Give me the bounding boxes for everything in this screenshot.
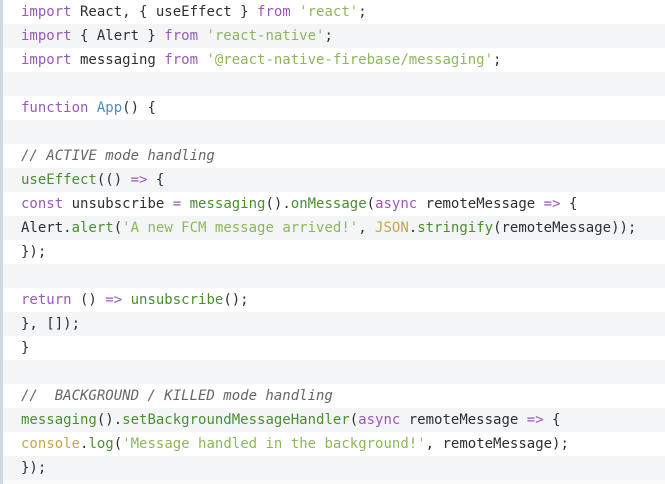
code-line: }, []);	[3, 312, 665, 336]
code-token: const	[21, 196, 64, 212]
code-token: 'Message handled in the background!'	[122, 436, 426, 452]
code-token: return	[21, 292, 72, 308]
code-token: ;	[358, 4, 367, 20]
code-line: return () => unsubscribe();	[3, 288, 665, 312]
code-token: () {	[122, 100, 156, 116]
code-line: useEffect(() => {	[3, 168, 665, 192]
code-token: async	[375, 196, 418, 212]
code-token: messaging	[189, 196, 266, 212]
code-token: 'react'	[299, 4, 359, 20]
code-token: '@react-native-firebase/messaging'	[206, 52, 494, 68]
code-token: =>	[526, 412, 544, 428]
code-token: // ACTIVE mode handling	[21, 148, 215, 164]
code-token: ().	[96, 412, 123, 428]
code-line: }	[3, 336, 665, 360]
code-token: React, { useEffect }	[71, 4, 258, 20]
code-token: }	[21, 340, 30, 356]
code-token: useEffect	[21, 172, 97, 188]
code-token	[181, 196, 189, 212]
code-token: async	[358, 412, 401, 428]
code-line	[3, 360, 665, 384]
code-token: {	[543, 412, 561, 428]
code-line: import React, { useEffect } from 'react'…	[3, 0, 665, 24]
code-token: log	[88, 436, 114, 452]
code-token: {	[147, 172, 165, 188]
code-line: });	[3, 240, 665, 264]
code-token: });	[21, 244, 47, 260]
code-token: setBackgroundMessageHandler	[122, 412, 350, 428]
code-token: unsubscribe	[63, 196, 173, 212]
code-token: ()	[71, 292, 106, 308]
code-token: from	[164, 28, 199, 44]
code-token: (remoteMessage));	[493, 220, 637, 236]
code-token: }, []);	[21, 316, 81, 332]
code-token: ;	[324, 28, 333, 44]
code-token: });	[21, 460, 47, 476]
code-token: console	[21, 436, 81, 452]
code-token: alert	[71, 220, 114, 236]
code-token: JSON	[375, 220, 409, 236]
code-line: import { Alert } from 'react-native';	[3, 24, 665, 48]
code-line: import messaging from '@react-native-fir…	[3, 48, 665, 72]
code-token: {	[560, 196, 578, 212]
code-token: function	[21, 100, 89, 116]
code-token: 'A new FCM message arrived!'	[122, 220, 359, 236]
code-token: from	[164, 52, 199, 68]
code-token: onMessage	[290, 196, 367, 212]
code-line: Alert.alert('A new FCM message arrived!'…	[3, 216, 665, 240]
code-token: // BACKGROUND / KILLED mode handling	[21, 388, 333, 404]
code-token: =>	[543, 196, 561, 212]
code-token	[88, 100, 96, 116]
code-token: =	[172, 196, 182, 212]
code-token: (	[366, 196, 376, 212]
code-token: Alert.	[21, 220, 72, 236]
code-token: (	[113, 436, 123, 452]
code-token: messaging	[21, 412, 97, 428]
code-token: , remoteMessage);	[425, 436, 569, 452]
code-token: (	[349, 412, 359, 428]
code-token: stringify	[417, 220, 494, 236]
code-line: function App() {	[3, 96, 665, 120]
code-token	[122, 292, 130, 308]
code-token: ().	[265, 196, 291, 212]
code-token: unsubscribe	[130, 292, 224, 308]
code-line: // ACTIVE mode handling	[3, 144, 665, 168]
code-line	[3, 264, 665, 288]
code-token: App	[96, 100, 123, 116]
code-token: (()	[96, 172, 131, 188]
code-token: import	[21, 4, 72, 20]
code-line	[3, 120, 665, 144]
code-line: // BACKGROUND / KILLED mode handling	[3, 384, 665, 408]
code-token: .	[408, 220, 418, 236]
code-token: import	[21, 52, 72, 68]
code-line: messaging().setBackgroundMessageHandler(…	[3, 408, 665, 432]
code-line: });	[3, 456, 665, 480]
code-token: =>	[105, 292, 123, 308]
code-token: ();	[223, 292, 249, 308]
code-line: console.log('Message handled in the back…	[3, 432, 665, 456]
code-line	[3, 72, 665, 96]
code-token: ;	[493, 52, 502, 68]
code-token: import	[21, 28, 72, 44]
code-token: remoteMessage	[400, 412, 527, 428]
code-token: remoteMessage	[417, 196, 544, 212]
code-token: ,	[358, 220, 376, 236]
code-token: 'react-native'	[206, 28, 325, 44]
code-token: .	[80, 436, 89, 452]
code-token: { Alert }	[71, 28, 165, 44]
code-token: from	[257, 4, 291, 20]
code-token: =>	[130, 172, 148, 188]
code-line: const unsubscribe = messaging().onMessag…	[3, 192, 665, 216]
code-token	[291, 4, 299, 20]
code-token: (	[113, 220, 123, 236]
code-token: messaging	[71, 52, 165, 68]
